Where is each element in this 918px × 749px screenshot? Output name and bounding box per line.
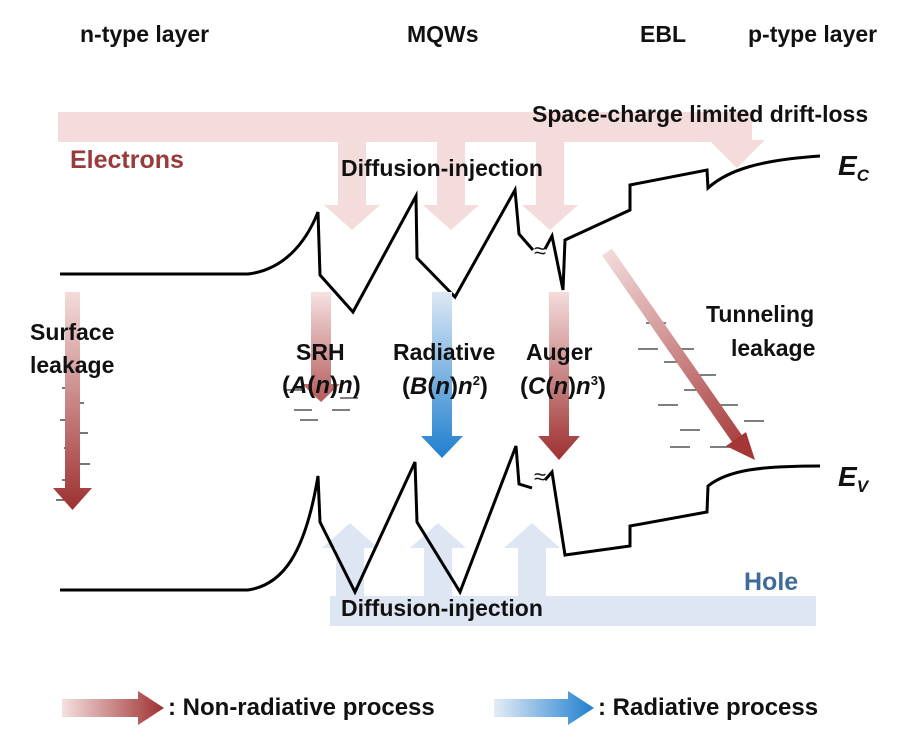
band-break-mark: ≈ <box>534 238 547 263</box>
eq-paren: ( <box>282 372 290 399</box>
n-type-layer-label: n-type layer <box>80 21 210 47</box>
ev-label: EV <box>838 461 869 496</box>
eq-paren: ) <box>597 373 606 400</box>
hole-flow-bar <box>330 596 816 626</box>
eq-paren: ( <box>545 373 554 400</box>
eq-paren: ) <box>352 372 361 399</box>
radiative-title: Radiative <box>393 339 496 365</box>
conduction-band <box>60 154 821 315</box>
tunneling-arrow-head <box>726 432 755 460</box>
surface-leakage-arrow <box>53 292 92 510</box>
ev-main: E <box>838 461 857 492</box>
diffusion-injection-top-label: Diffusion-injection <box>341 155 543 181</box>
tunneling-leakage-label-line2: leakage <box>731 335 816 361</box>
p-type-layer-label: p-type layer <box>748 21 878 47</box>
eq-coefficient: B <box>410 373 428 400</box>
valence-band <box>60 445 821 596</box>
eq-exponent: 2 <box>472 373 480 388</box>
injection-arrow-3 <box>522 142 578 230</box>
hole-flow <box>322 523 816 626</box>
injection-arrow-1 <box>324 142 380 230</box>
ec-label: EC <box>838 150 869 185</box>
legend-nonradiative-arrow <box>62 691 164 725</box>
mqws-label: MQWs <box>407 21 479 47</box>
eq-paren: ( <box>427 373 436 400</box>
ec-subscript: C <box>856 166 869 185</box>
srh-arrow <box>302 292 340 402</box>
eq-variable: n <box>315 372 331 399</box>
eq-exponent: 3 <box>590 373 598 388</box>
hole-injection-arrow-2 <box>410 523 466 596</box>
eq-paren: ) <box>479 373 488 400</box>
auger-arrow <box>538 292 580 460</box>
electron-flow <box>58 112 765 230</box>
hole-injection-arrow-3 <box>504 523 560 596</box>
drift-loss-label: Space-charge limited drift-loss <box>532 101 869 127</box>
eq-paren: ( <box>307 372 316 399</box>
injection-arrow-2 <box>423 142 479 230</box>
tunneling-leakage-label-line1: Tunneling <box>706 301 815 327</box>
eq-variable: n <box>458 373 473 400</box>
ebl-label: EBL <box>640 21 686 47</box>
legend-radiative-arrow <box>494 691 594 725</box>
srh-title: SRH <box>296 339 345 365</box>
tunneling-arrow-shaft <box>602 248 743 444</box>
auger-title: Auger <box>526 339 593 365</box>
radiative-arrow <box>421 292 463 458</box>
radiative-equation: (B(n)n2) <box>402 374 488 399</box>
electron-flow-bar <box>58 112 752 142</box>
band-break-mark: ≈ <box>534 464 547 489</box>
eq-variable: n <box>553 373 569 400</box>
auger-equation: (C(n)n3) <box>520 374 606 399</box>
eq-coefficient: C <box>528 373 546 400</box>
eq-coefficient: A <box>290 372 308 399</box>
electrons-label: Electrons <box>70 146 184 174</box>
eq-paren: ( <box>402 373 410 400</box>
drift-loss-arrow <box>709 140 765 168</box>
eq-variable: n <box>338 372 353 399</box>
legend-radiative-label: : Radiative process <box>598 694 819 721</box>
ec-main: E <box>838 150 857 181</box>
diffusion-injection-bottom-label: Diffusion-injection <box>341 595 543 621</box>
eq-variable: n <box>576 373 591 400</box>
hole-label: Hole <box>744 568 799 596</box>
legend-nonradiative-label: : Non-radiative process <box>168 694 435 721</box>
eq-variable: n <box>435 373 451 400</box>
srh-equation: (A(n)n) <box>282 374 361 398</box>
eq-paren: ) <box>450 373 459 400</box>
hole-injection-arrow-1 <box>322 523 378 596</box>
eq-paren: ( <box>520 373 528 400</box>
eq-paren: ) <box>330 372 339 399</box>
eq-paren: ) <box>568 373 577 400</box>
surface-leakage-label-line2: leakage <box>30 352 115 378</box>
surface-leakage-label-line1: Surface <box>30 319 115 345</box>
ev-subscript: V <box>856 477 869 496</box>
